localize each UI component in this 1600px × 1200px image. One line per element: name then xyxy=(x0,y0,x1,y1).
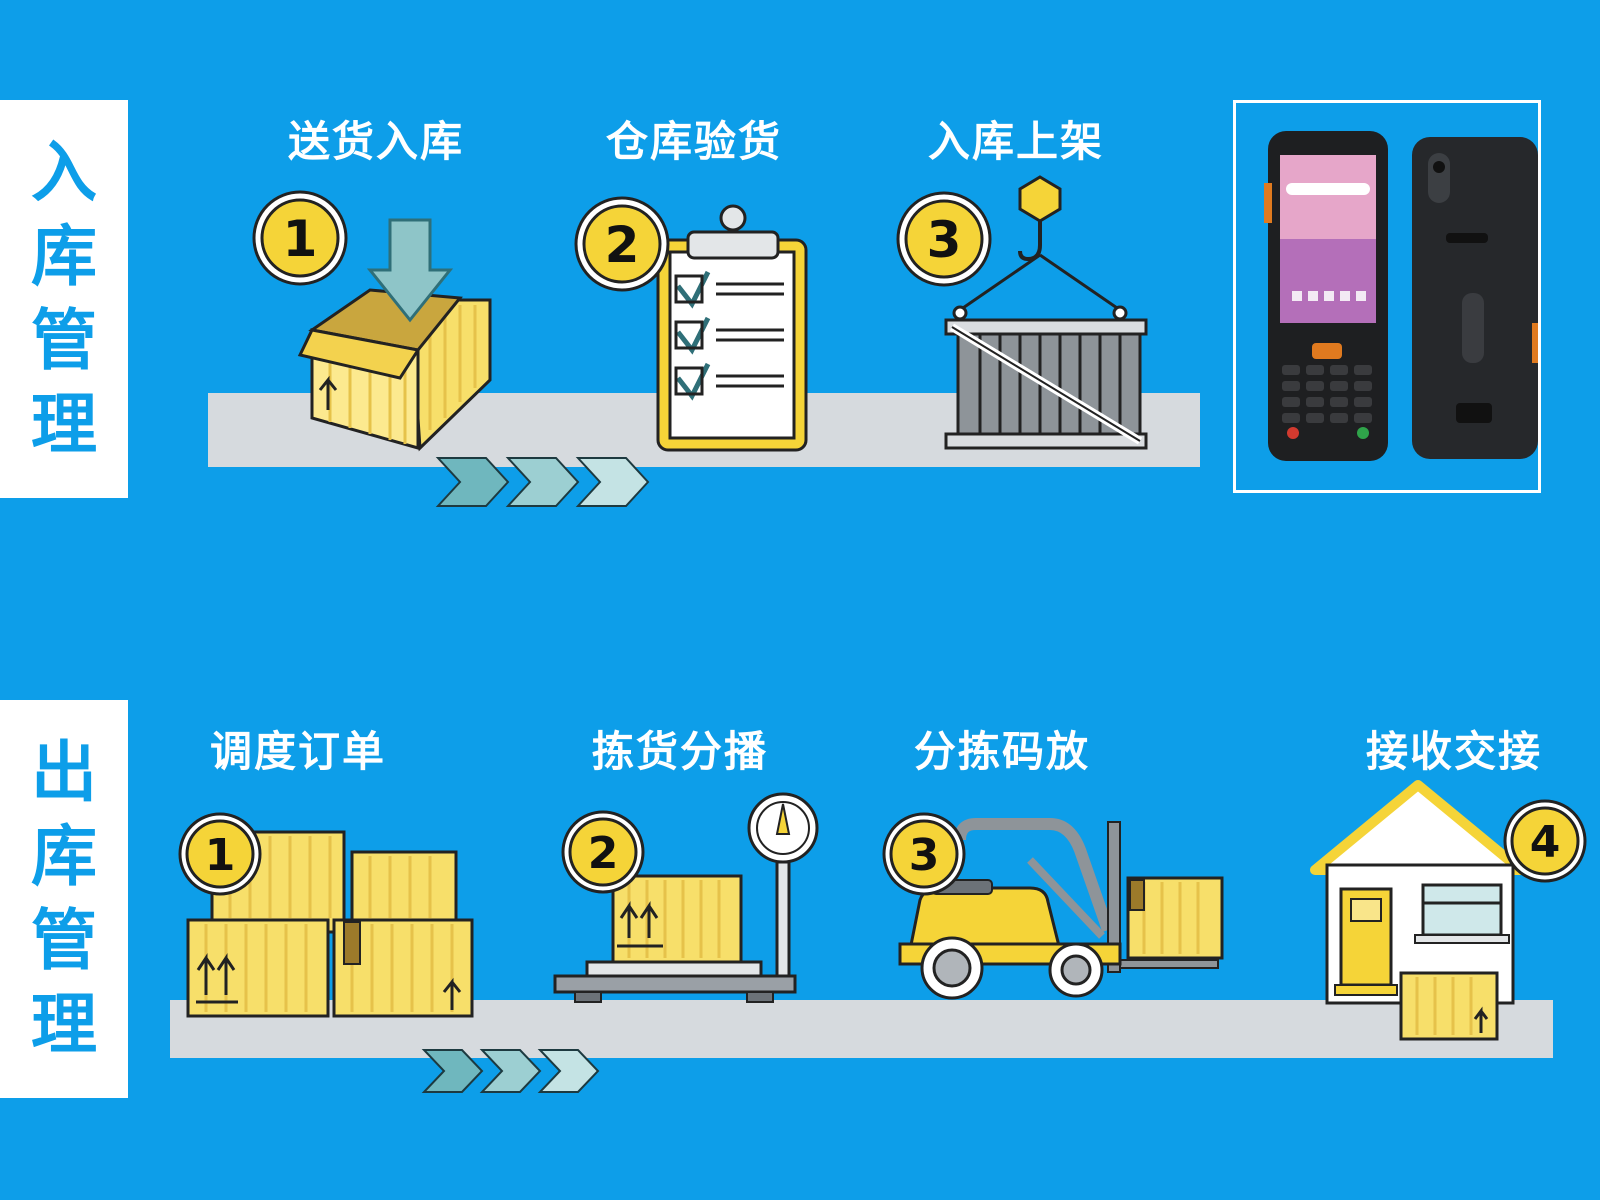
outbound-label-char: 理 xyxy=(31,986,97,1063)
inbound-step-3-number: 3 xyxy=(927,211,962,269)
outbound-step-1-title: 调度订单 xyxy=(210,727,387,776)
inbound-label-char: 入 xyxy=(31,134,97,211)
inbound-step-2-number: 2 xyxy=(605,216,640,274)
outbound-step-3-number: 3 xyxy=(909,830,940,881)
inbound-label-char: 管 xyxy=(31,302,97,379)
outbound-step-2-number: 2 xyxy=(588,828,619,879)
stacked-boxes-icon: 1 xyxy=(178,812,474,1018)
outbound-step-3-title: 分拣码放 xyxy=(914,727,1091,776)
inbound-step-1-number: 1 xyxy=(283,210,318,268)
outbound-label-char: 库 xyxy=(31,818,97,895)
inbound-step-2-title: 仓库验货 xyxy=(606,117,783,166)
progress-chevrons-icon xyxy=(435,457,650,507)
outbound-step-4-number: 4 xyxy=(1530,817,1561,868)
inbound-step-3-title: 入库上架 xyxy=(928,117,1105,166)
crane-container-icon: 3 xyxy=(896,175,1148,450)
outbound-label-char: 管 xyxy=(31,902,97,979)
device-image-frame xyxy=(1233,100,1541,493)
inbound-label-char: 库 xyxy=(31,218,97,295)
inbound-section-label: 入 库 管 理 xyxy=(0,100,128,498)
progress-chevrons-icon xyxy=(421,1049,600,1093)
forklift-icon: 3 xyxy=(882,812,1224,1000)
clipboard-check-icon: 2 xyxy=(574,196,808,452)
outbound-step-1-number: 1 xyxy=(205,830,236,881)
handheld-terminal-image xyxy=(1264,131,1538,461)
scale-icon: 2 xyxy=(553,792,819,1003)
house-icon: 4 xyxy=(1310,780,1587,1041)
outbound-step-2-title: 拣货分播 xyxy=(592,727,769,776)
outbound-section-label: 出 库 管 理 xyxy=(0,700,128,1098)
box-arrow-in-icon: 1 xyxy=(252,190,492,452)
inbound-label-char: 理 xyxy=(31,386,97,463)
outbound-label-char: 出 xyxy=(31,734,97,811)
outbound-step-4-title: 接收交接 xyxy=(1366,727,1543,776)
inbound-step-1-title: 送货入库 xyxy=(288,117,465,166)
